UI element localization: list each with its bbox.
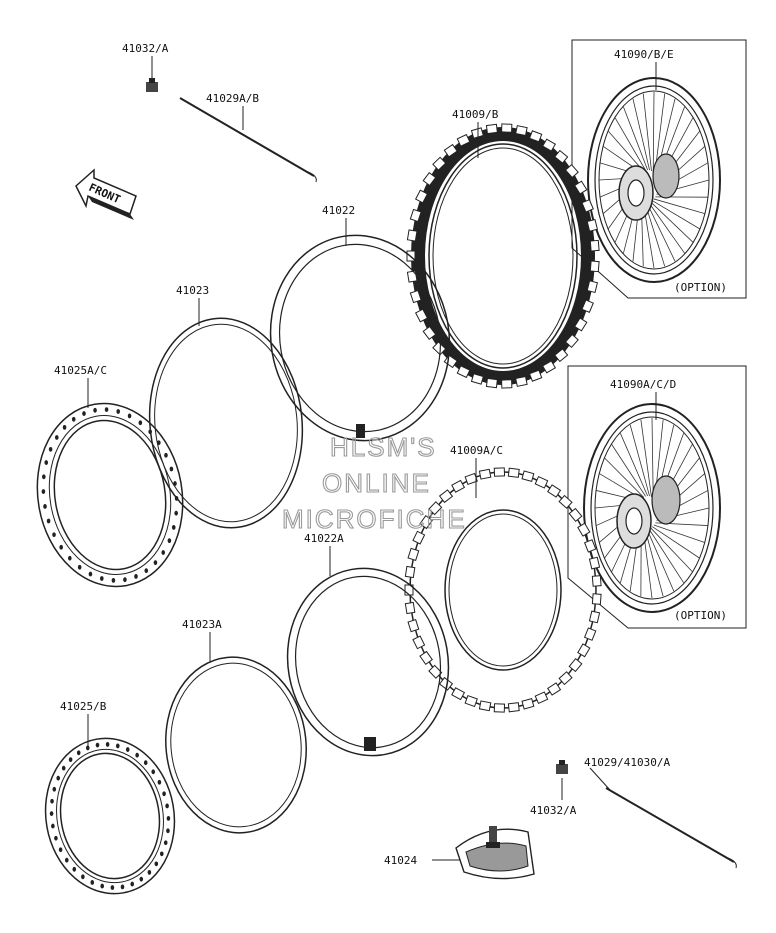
label-41022: 41022	[322, 204, 355, 217]
label-option-top: (OPTION)	[674, 281, 727, 294]
label-41023a: 41023A	[182, 618, 222, 631]
watermark-line-3: MICROFICHE	[282, 504, 467, 534]
label-41032a-bottom: 41032/A	[530, 804, 577, 817]
label-41029-41030a: 41029/41030/A	[584, 756, 670, 769]
rim-lock-41024	[455, 826, 535, 880]
watermark-line-1: HLSM'S	[330, 432, 437, 462]
label-41025ac: 41025A/C	[54, 364, 107, 377]
tire-41009ac	[404, 467, 602, 713]
label-option-bottom: (OPTION)	[674, 609, 727, 622]
label-41009ac: 41009A/C	[450, 444, 503, 457]
rim-41025b	[44, 737, 176, 895]
label-41023: 41023	[176, 284, 209, 297]
label-41032a-top: 41032/A	[122, 42, 169, 55]
option-box-bottom	[567, 365, 747, 629]
tube-41022a	[286, 567, 450, 757]
tube-41022	[269, 234, 451, 442]
label-41024: 41024	[384, 854, 417, 867]
nipple-41032a-bottom	[556, 760, 568, 774]
label-41090be: 41090/B/E	[614, 48, 674, 61]
label-41022a: 41022A	[304, 532, 344, 545]
watermark-line-2: ONLINE	[322, 468, 431, 498]
leader-lines	[87, 56, 657, 861]
label-41025b: 41025/B	[60, 700, 107, 713]
nipple-41032a-top	[146, 78, 158, 92]
front-arrow: FRONT	[75, 168, 137, 220]
spoke-41029-41030a	[605, 787, 737, 869]
tire-41009b	[406, 123, 600, 389]
wheel-assembly-bottom	[583, 403, 721, 613]
spoke-41029ab	[179, 97, 317, 183]
rim-41025ac	[36, 402, 184, 588]
label-41090acd: 41090A/C/D	[610, 378, 676, 391]
label-41009b: 41009/B	[452, 108, 499, 121]
wheel-assembly-top	[587, 77, 721, 283]
rim-band-41023a	[165, 656, 307, 834]
label-41029ab: 41029A/B	[206, 92, 259, 105]
